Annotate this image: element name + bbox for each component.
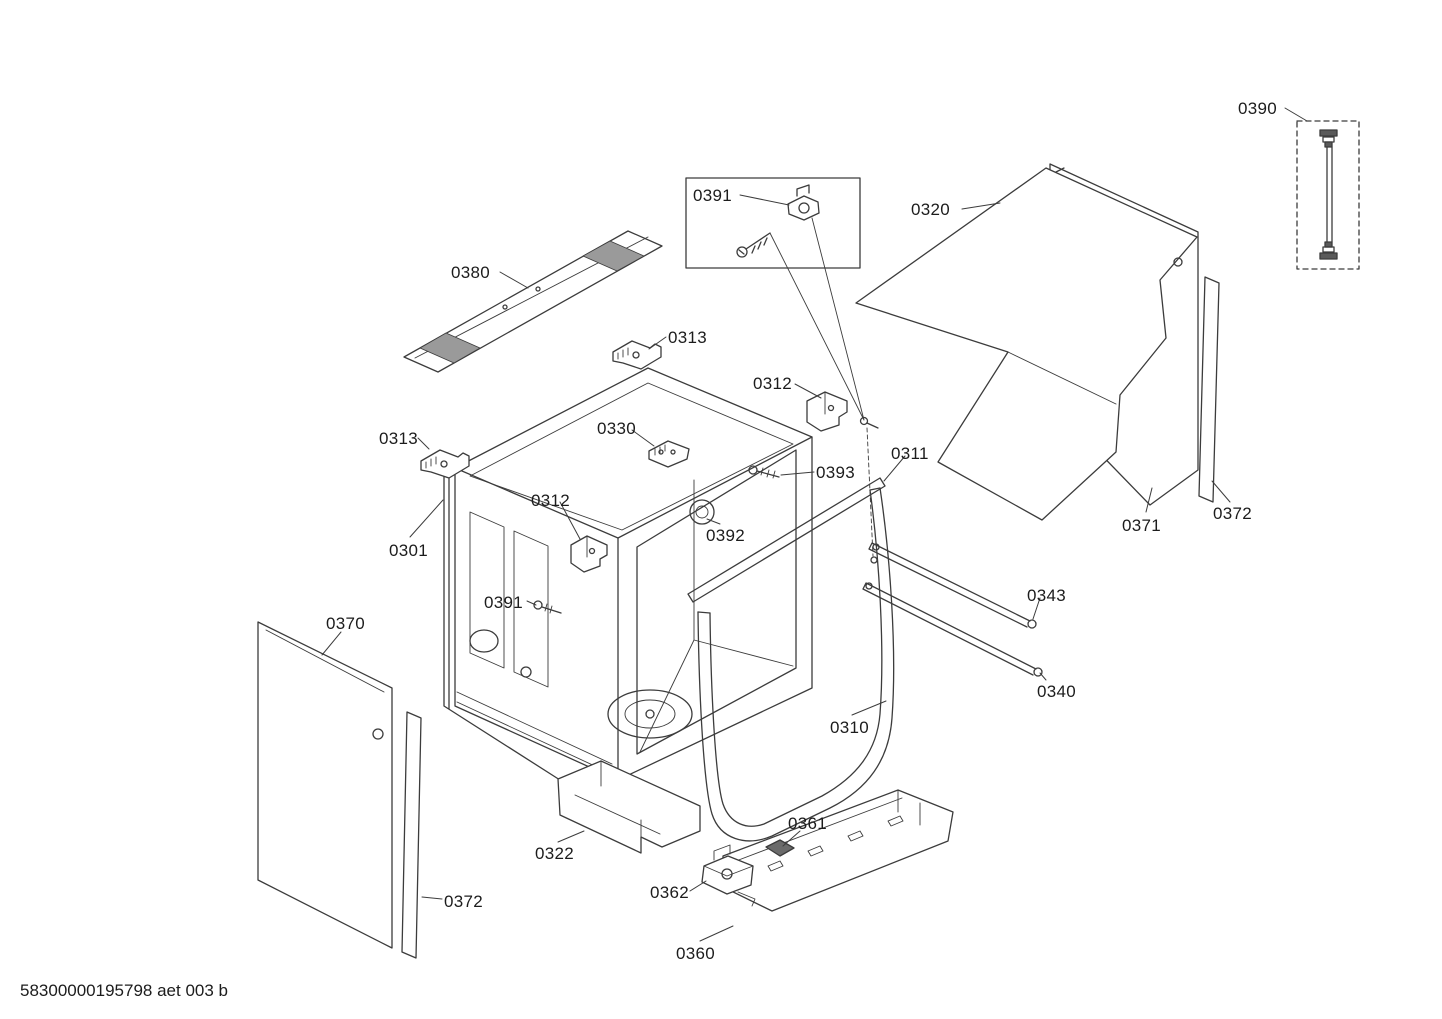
part-label-0322: 0322 bbox=[535, 844, 575, 863]
gasket-strip-0311 bbox=[687, 477, 886, 603]
bracket-0312-lower bbox=[570, 535, 608, 573]
door-seal-0310 bbox=[697, 487, 895, 842]
tub-0301 bbox=[443, 367, 813, 781]
hose-0390 bbox=[1296, 120, 1360, 270]
part-label-0391-screw: 0391 bbox=[484, 593, 524, 612]
part-label-0361: 0361 bbox=[788, 814, 828, 833]
part-label-0392: 0392 bbox=[706, 526, 746, 545]
rail-0340 bbox=[862, 582, 1043, 677]
inlet-box-0391 bbox=[685, 177, 879, 557]
side-panel-0370 bbox=[257, 621, 393, 949]
part-label-0390: 0390 bbox=[1238, 99, 1278, 118]
part-label-0362: 0362 bbox=[650, 883, 690, 902]
part-label-0320: 0320 bbox=[911, 200, 951, 219]
clip-0361 bbox=[765, 839, 795, 857]
bracket-0313-left bbox=[420, 449, 470, 479]
insulation-mat-0320 bbox=[855, 167, 1198, 521]
part-label-0313-left: 0313 bbox=[379, 429, 419, 448]
part-label-0312-upper: 0312 bbox=[753, 374, 793, 393]
part-label-0372-right: 0372 bbox=[1213, 504, 1253, 523]
mount-0362 bbox=[701, 844, 754, 895]
side-strip-0372-left bbox=[401, 711, 422, 959]
part-label-0312-lower: 0312 bbox=[531, 491, 571, 510]
leader-lines bbox=[321, 107, 1308, 942]
part-label-0311: 0311 bbox=[891, 444, 929, 463]
part-label-0360: 0360 bbox=[676, 944, 716, 963]
part-label-0391-box: 0391 bbox=[693, 186, 733, 205]
part-label-0343: 0343 bbox=[1027, 586, 1067, 605]
part-label-0313-top: 0313 bbox=[668, 328, 708, 347]
screw-0391-lower bbox=[533, 600, 562, 614]
part-label-0370: 0370 bbox=[326, 614, 366, 633]
part-label-0340: 0340 bbox=[1037, 682, 1077, 701]
bracket-0313-top bbox=[612, 340, 662, 370]
rail-0343 bbox=[868, 542, 1037, 629]
part-label-0330: 0330 bbox=[597, 419, 637, 438]
part-label-0371: 0371 bbox=[1122, 516, 1162, 535]
clamp-0330 bbox=[648, 440, 690, 468]
document-number: 58300000195798 aet 003 b bbox=[20, 981, 228, 1000]
part-label-0393: 0393 bbox=[816, 463, 856, 482]
part-label-0301: 0301 bbox=[389, 541, 429, 560]
base-bracket-0322 bbox=[557, 760, 701, 854]
part-label-0310: 0310 bbox=[830, 718, 870, 737]
part-label-0380: 0380 bbox=[451, 263, 491, 282]
screw-0393 bbox=[748, 465, 780, 479]
ring-0392 bbox=[689, 499, 715, 525]
bracket-0312-upper bbox=[806, 391, 848, 432]
side-strip-0372-right bbox=[1198, 276, 1220, 503]
top-rail-0380 bbox=[403, 230, 663, 373]
base-channel-0360 bbox=[722, 789, 954, 912]
part-label-0372-left: 0372 bbox=[444, 892, 484, 911]
